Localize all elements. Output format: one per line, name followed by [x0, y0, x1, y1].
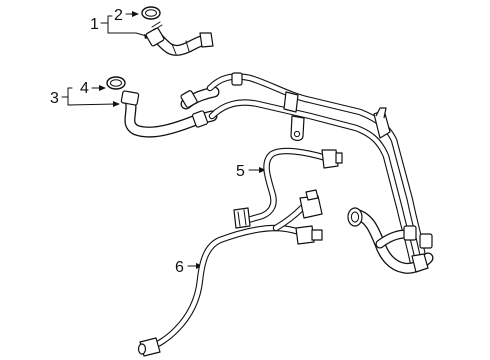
hose-3-right-clamp-2	[419, 233, 433, 249]
hose-assembly-3[interactable]	[120, 72, 434, 274]
callout-2-label: 2	[114, 7, 123, 24]
callout-2-arrowhead	[132, 11, 139, 17]
pipe-3-fitting-upper	[180, 90, 198, 108]
callout-3[interactable]: 3	[50, 87, 120, 107]
hose-3-right-clamp-1	[403, 225, 417, 241]
hose-6-branch	[273, 205, 305, 231]
callout-4-label: 4	[80, 80, 89, 97]
hose-1[interactable]	[145, 21, 214, 56]
hose-5[interactable]	[233, 147, 343, 229]
hose-3-left	[125, 95, 217, 137]
hose-5-connector-bottom	[233, 207, 251, 229]
callout-1-bracket	[100, 15, 137, 34]
callout-4-arrowhead	[99, 85, 106, 91]
callout-3-leader	[67, 103, 117, 106]
hose-3-right-fitting	[411, 253, 429, 273]
hose-6-connector-mid	[295, 225, 315, 245]
hose-6-end-bore	[137, 343, 147, 355]
hose-6-bracket-tab	[305, 189, 319, 201]
hose-3-clamp	[120, 90, 140, 106]
hose-1-clamp-tab	[151, 21, 163, 31]
hose-6[interactable]	[137, 189, 323, 357]
o-ring-4-inner	[110, 79, 122, 87]
o-ring-2-inner	[145, 9, 157, 17]
callout-5-arrowhead	[259, 167, 266, 173]
hose-5-connector-bottom-ribs	[237, 209, 247, 227]
hose-6-body	[147, 225, 317, 351]
hose-3-right-end	[347, 207, 363, 227]
hose-3-right-branch	[376, 230, 410, 248]
hose-6-connector-right	[311, 229, 323, 241]
callout-5[interactable]: 5	[236, 163, 266, 180]
hose-3-right-end-bore	[350, 211, 360, 223]
callout-3-label: 3	[50, 90, 59, 107]
o-ring-2[interactable]	[141, 6, 161, 20]
callout-3-bracket	[61, 87, 73, 106]
hose-1-body	[153, 33, 210, 55]
callout-6-label: 6	[175, 259, 184, 276]
callout-1-label: 1	[90, 16, 99, 33]
pipe-3-fitting-top	[231, 72, 243, 86]
pipe-3-bracket-1-hole	[293, 130, 301, 138]
o-ring-4[interactable]	[106, 76, 126, 90]
hose-1-clamp	[145, 27, 165, 47]
hose-5-body	[245, 148, 329, 223]
o-ring-2-outer	[141, 6, 161, 20]
hose-5-connector-top	[321, 149, 339, 169]
callout-4[interactable]: 4	[80, 80, 106, 97]
pipe-3-fitting-left	[191, 110, 209, 128]
callout-5-label: 5	[236, 163, 245, 180]
callout-3-arrowhead	[113, 101, 120, 107]
hose-1-end-fitting	[199, 32, 214, 48]
hose-1-ribs	[171, 40, 190, 55]
pipe-3-lower	[209, 100, 417, 271]
callout-2[interactable]: 2	[114, 7, 139, 24]
pipe-3-clip-1	[283, 91, 299, 113]
hose-5-connector-top-tip	[335, 152, 343, 164]
o-ring-4-outer	[106, 76, 126, 90]
pipe-3-clip-2-tab	[375, 107, 387, 119]
